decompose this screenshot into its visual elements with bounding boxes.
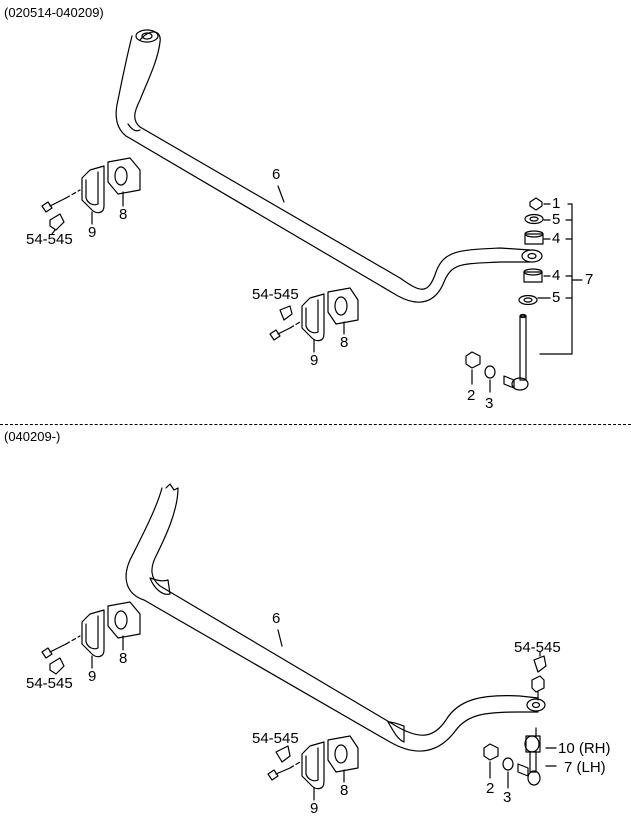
label-bracket-left-bottom: 9: [88, 668, 97, 685]
label-bracket-left-top: 9: [88, 224, 97, 241]
bracket-bushing-mid-top: [269, 287, 359, 342]
label-nut-top: 1: [552, 195, 561, 212]
label-bolt-left-bottom: 54-545: [26, 675, 73, 692]
section-header-bottom: (040209-): [4, 429, 61, 444]
label-bar-top: 6: [272, 166, 281, 183]
label-bushing-left-top: 8: [119, 206, 128, 223]
label-bushing-left-bottom: 8: [119, 650, 128, 667]
link-stack-top: [465, 197, 544, 391]
leader-bolt-left-top: [51, 229, 56, 235]
label-link-assembly-top: 7: [585, 271, 594, 288]
bracket-bushing-mid-bottom: [267, 735, 359, 790]
label-bolt-mid-bottom: 54-545: [252, 730, 299, 747]
stabilizer-bar-top: [115, 29, 543, 303]
label-bracket-mid-bottom: 9: [310, 800, 319, 817]
label-nut-2-top: 2: [467, 387, 476, 404]
label-washer-3-bottom: 3: [503, 789, 512, 806]
leader-bar-top: [277, 185, 285, 203]
label-bushing-1-top: 4: [552, 230, 561, 247]
label-washer-2-top: 5: [552, 289, 561, 306]
stabilizer-bar-bottom: [125, 483, 546, 752]
label-bushing-mid-bottom: 8: [340, 782, 349, 799]
label-bar-bottom: 6: [272, 610, 281, 627]
label-bushing-2-top: 4: [552, 267, 561, 284]
label-bolt-left-top: 54-545: [26, 231, 73, 248]
label-link-lh-bottom: 7 (LH): [564, 759, 606, 776]
label-nut-2-bottom: 2: [486, 780, 495, 797]
label-bushing-mid-top: 8: [340, 334, 349, 351]
label-bracket-mid-top: 9: [310, 352, 319, 369]
bracket-bushing-left-bottom: [41, 601, 141, 675]
label-bolt-mid-top: 54-545: [252, 286, 299, 303]
leader-bar-bottom: [277, 629, 283, 647]
label-bolt-link-bottom: 54-545: [514, 639, 561, 656]
section-header-top: (020514-040209): [4, 5, 104, 20]
bracket-bushing-left-top: [41, 157, 141, 231]
link-assembly-bottom: [483, 655, 547, 786]
label-link-rh-bottom: 10 (RH): [558, 740, 611, 757]
label-washer-3-top: 3: [485, 395, 494, 412]
label-washer-1-top: 5: [552, 211, 561, 228]
section-divider: [0, 424, 631, 425]
